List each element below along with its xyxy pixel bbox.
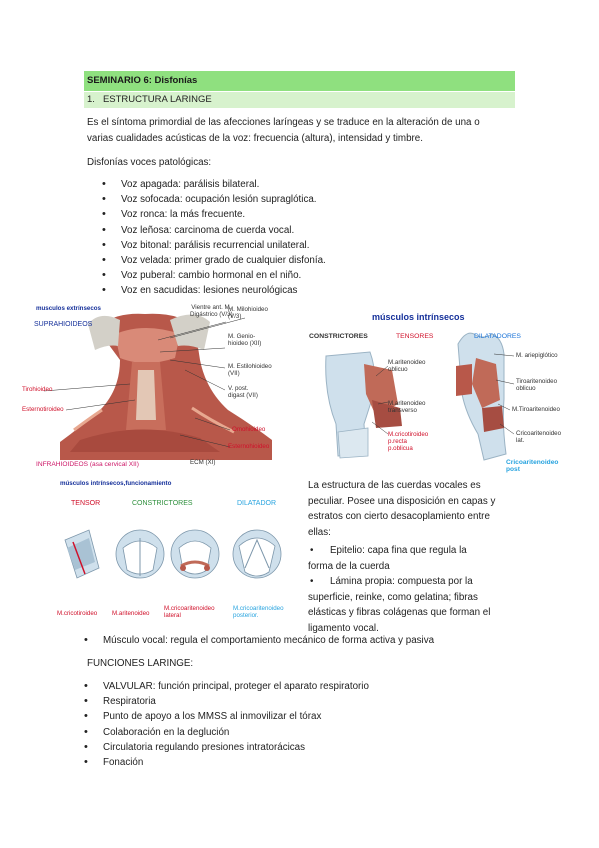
list-item: • Epitelio: capa fina que regula la form… — [308, 545, 467, 572]
dilatadores-heading: DILATADORES — [474, 333, 521, 340]
estructura-paragraph: La estructura de las cuerdas vocales es … — [308, 480, 496, 538]
larynx-illustration — [325, 332, 515, 461]
list-item: Colaboración en la deglución — [84, 725, 369, 740]
tensores-heading: TENSORES — [396, 333, 434, 340]
fn-cricoaritenoideo-lateral-label: M.cricoaritenoideo lateral — [164, 605, 215, 620]
list-item: Músculo vocal: regula el comportamiento … — [84, 633, 434, 648]
digastric-label: Vientre ant. M. Digástrico (V/3) — [190, 304, 233, 319]
milohioideo-label: M. Milohioideo (V/3) — [228, 306, 268, 321]
constrictores-heading: CONSTRICTORES — [132, 500, 193, 507]
list-item: Respiratoria — [84, 694, 369, 709]
esternotiroideo-label: Esternotiroideo — [22, 406, 64, 413]
tirohioideo-label: Tirohioideo — [22, 386, 53, 393]
vocal-muscle-item: Músculo vocal: regula el comportamiento … — [84, 633, 434, 648]
list-item: Voz ronca: la más frecuente. — [102, 207, 326, 222]
infrahioideos-label: INFRAHIOIDEOS (asa cervical XII) — [36, 461, 139, 468]
fn-aritenoideo-label: M.aritenoideo — [112, 610, 150, 617]
tensor-heading: TENSOR — [71, 500, 101, 507]
section-number: 1. — [87, 94, 95, 105]
list-item: Voz velada: primer grado de cualquier di… — [102, 253, 326, 268]
neck-caption: musculos extrínsecos — [36, 305, 101, 312]
dilatador-heading: DILATADOR — [237, 500, 277, 507]
intrinsic-muscles-figure: músculos intrínsecos CONSTRICTORES TENSO… — [306, 304, 584, 476]
cricoaritenoideo-lat-label: Cricoaritenoideo lat. — [516, 430, 562, 445]
list-item: Voz puberal: cambio hormonal en el niño. — [102, 268, 326, 283]
function-caption: músculos intrínsecos,funcionamiento — [60, 480, 172, 487]
estructura-list: • Epitelio: capa fina que regula la form… — [308, 543, 490, 636]
list-item: Voz apagada: parálisis bilateral. — [102, 177, 326, 192]
function-figure: músculos intrínsecos,funcionamiento TENS… — [55, 478, 303, 626]
tiroaritenoideo-label: M.Tiroaritenoideo — [512, 406, 560, 413]
fn-cricoaritenoideo-posterior-label: M.cricoaritenoideo posterior. — [233, 605, 284, 620]
cricotiroideo-label: M.cricotiroideo p.recta p.oblicua — [388, 431, 429, 453]
fn-cricotiroideo-label: M.cricotiroideo — [57, 610, 98, 617]
aritenoideo-oblicuo-label: M.aritenoideo oblicuo — [388, 359, 426, 374]
funciones-heading: FUNCIONES LARINGE: — [87, 658, 194, 669]
list-item: Voz en sacudidas: lesiones neurológicas — [102, 283, 326, 298]
disfonias-list: Voz apagada: parálisis bilateral. Voz so… — [102, 177, 326, 299]
list-item: Voz leñosa: carcinoma de cuerda vocal. — [102, 223, 326, 238]
ecm-label: ECM (XI) — [190, 459, 216, 466]
geniohioideo-label: M. Genio- hioideo (XII) — [228, 333, 262, 348]
intro-line: varias cualidades acústicas de la voz: f… — [87, 132, 423, 144]
estilohioideo-label: M. Estilohioideo (VII) — [228, 363, 272, 378]
cricoaritenoideo-post-label: Cricoaritenoideo post — [506, 459, 559, 474]
omohioideo-label: Omohioideo — [232, 426, 266, 433]
seminar-title: SEMINARIO 6: Disfonías — [84, 71, 515, 91]
list-item: Circulatoria regulando presiones intrato… — [84, 740, 369, 755]
list-item: Punto de apoyo a los MMSS al inmovilizar… — [84, 709, 369, 724]
neck-muscles-figure: musculos extrínsecos SUPRAHIOIDEOS Vient… — [20, 300, 300, 478]
disfonias-heading: Disfonías voces patológicas: — [87, 157, 212, 168]
tiroaritenoideo-oblicuo-label: Tiroaritenoideo oblicuo — [516, 378, 558, 393]
list-item: Voz sofocada: ocupación lesión supraglót… — [102, 192, 326, 207]
funciones-list: VALVULAR: función principal, proteger el… — [84, 679, 369, 770]
intro-line: Es el síntoma primordial de las afeccion… — [87, 117, 480, 128]
list-item: • Lámina propia: compuesta por la superf… — [308, 576, 491, 634]
ariepiglotico-label: M. ariepiglótico — [516, 352, 558, 359]
section-title: ESTRUCTURA LARINGE — [102, 94, 212, 105]
section-heading: 1. ESTRUCTURA LARINGE — [84, 92, 515, 108]
list-item: Voz bitonal: parálisis recurrencial unil… — [102, 238, 326, 253]
vocal-cord-diagrams — [64, 529, 282, 579]
list-item: VALVULAR: función principal, proteger el… — [84, 679, 369, 694]
intrinsic-title: músculos intrínsecos — [372, 312, 465, 322]
digastric-post-label: V. post. digast (VII) — [228, 385, 258, 400]
constrictores-heading: CONSTRICTORES — [309, 333, 368, 340]
neck-illustration — [43, 313, 272, 460]
suprahioideos-label: SUPRAHIOIDEOS — [34, 321, 93, 328]
esternohioideo-label: Esternohioideo — [228, 443, 270, 450]
list-item: Fonación — [84, 755, 369, 770]
intro-paragraph: Es el síntoma primordial de las afeccion… — [87, 115, 480, 146]
aritenoideo-transverso-label: M.aritenoideo transverso — [388, 400, 426, 415]
